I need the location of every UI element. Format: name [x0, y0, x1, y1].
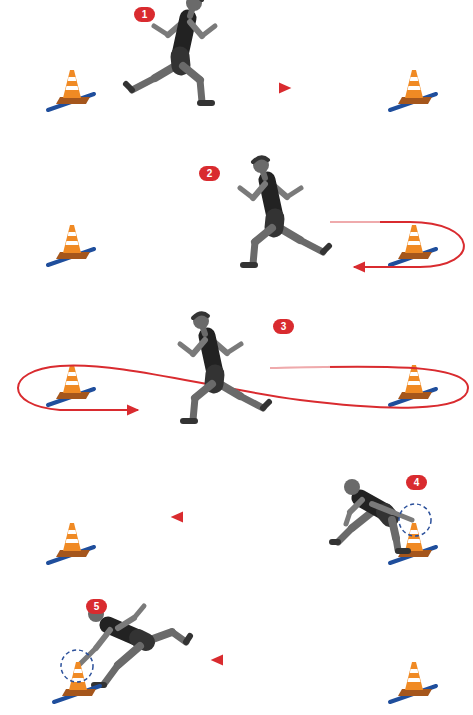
callout-number: 4 [406, 475, 427, 490]
callout-number: 5 [86, 599, 107, 614]
callout-number: 2 [199, 166, 220, 181]
callout-number: 1 [134, 7, 155, 22]
callout-number: 3 [273, 319, 294, 334]
